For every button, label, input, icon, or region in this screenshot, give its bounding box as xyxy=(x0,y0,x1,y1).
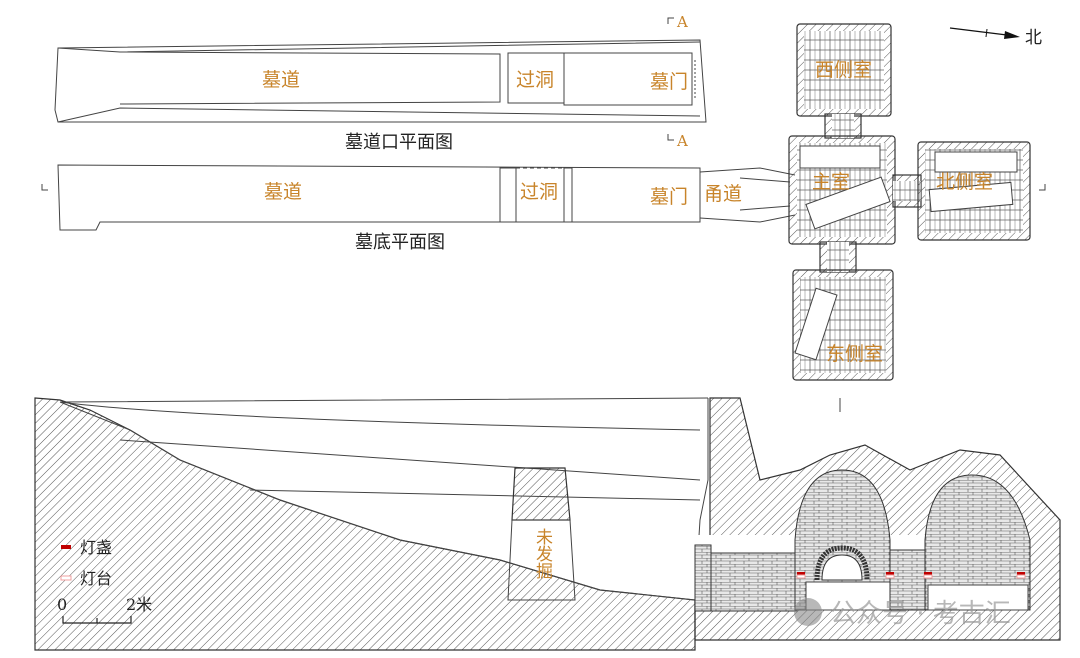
legend-lamp-label: 灯盏 xyxy=(80,538,112,557)
section-mark-a-top: A xyxy=(676,13,688,31)
caption-entrance-plan: 墓道口平面图 xyxy=(345,132,453,153)
label-west-chamber: 西侧室 xyxy=(815,59,872,81)
scale-bar xyxy=(62,616,132,624)
wechat-icon xyxy=(794,598,822,626)
label-north-chamber: 北侧室 xyxy=(936,171,993,193)
legend-lamp-stand-label: 灯台 xyxy=(80,569,112,588)
section-mark-a-bottom: A xyxy=(676,132,688,150)
north-label: 北 xyxy=(1025,28,1042,48)
watermark-text: 公众号 · 考古汇 xyxy=(830,599,1011,629)
section-view: 未发掘 xyxy=(34,397,1061,651)
label-door: 墓门 xyxy=(650,71,688,93)
plan-tomb-bottom: 墓道 过洞 墓门 甬道 墓底平面图 xyxy=(41,164,1046,253)
label-tunnel: 过洞 xyxy=(516,69,554,91)
lamp-markers xyxy=(796,572,1026,579)
label-tunnel: 过洞 xyxy=(520,181,558,203)
scale-start: 0 xyxy=(57,595,67,614)
caption-bottom-plan: 墓底平面图 xyxy=(355,232,445,253)
scale-end: 2米 xyxy=(126,595,152,614)
label-passage: 墓道 xyxy=(262,69,300,91)
chamber-plan: 西侧室 主室 北侧室 东侧室 xyxy=(788,23,1031,412)
label-main-chamber: 主室 xyxy=(812,171,850,193)
label-passage: 墓道 xyxy=(264,181,302,203)
label-east-chamber: 东侧室 xyxy=(826,343,883,365)
watermark: 公众号 · 考古汇 xyxy=(794,598,1011,629)
north-arrow: 北 xyxy=(949,27,1042,48)
label-corridor: 甬道 xyxy=(704,183,742,205)
label-unexcavated: 未发掘 xyxy=(532,528,553,580)
label-door: 墓门 xyxy=(650,186,688,208)
lamp-stand-legend-swatch xyxy=(60,575,72,581)
lamp-legend-swatch xyxy=(61,545,71,549)
plan-tomb-entrance: 墓道 过洞 墓门 A A 墓道口平面图 xyxy=(54,13,707,153)
legend: 灯盏 灯台 0 2米 xyxy=(57,538,152,624)
